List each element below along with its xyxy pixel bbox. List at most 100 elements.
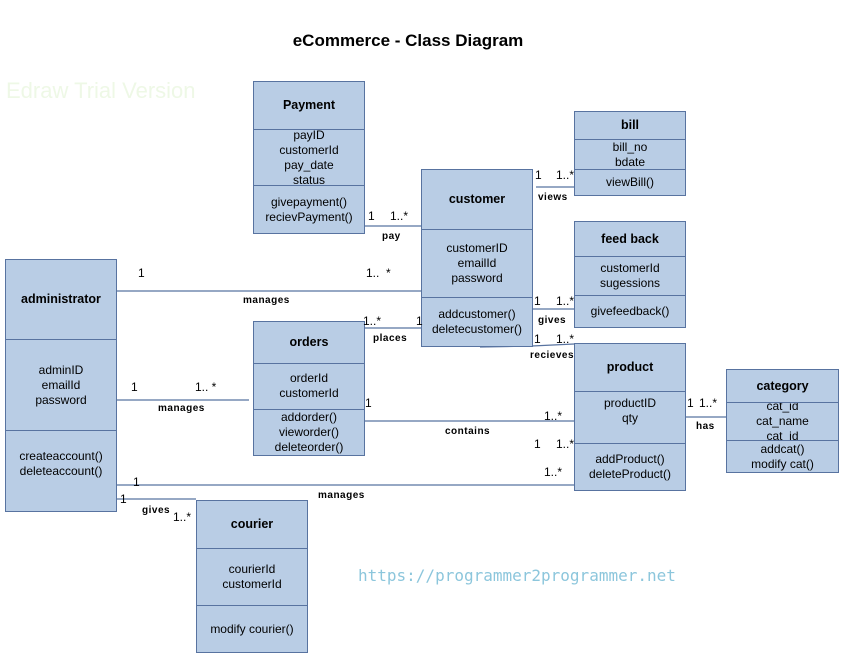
- attribute: customerId: [279, 386, 339, 401]
- class-name: category: [756, 378, 809, 393]
- multiplicity: 1: [131, 380, 138, 394]
- class-name: customer: [448, 192, 506, 206]
- attributes: orderId customerId: [254, 362, 364, 409]
- multiplicity: 1: [687, 396, 694, 410]
- attributes: payID customerId pay_date status: [254, 127, 364, 187]
- relation-label-places: places: [373, 333, 408, 344]
- methods: addcat() modify cat(): [727, 440, 838, 472]
- attribute: orderId: [289, 371, 329, 386]
- relation-label-gives: gives: [142, 505, 171, 516]
- attribute: cat_name: [756, 414, 809, 428]
- class-bill[interactable]: bill bill_no bdate viewBill(): [574, 111, 686, 196]
- class-administrator[interactable]: administrator adminID emailId password c…: [5, 259, 117, 512]
- method: addProduct(): [595, 452, 665, 466]
- attribute: courierId: [228, 562, 276, 576]
- multiplicity: 1: [534, 332, 541, 346]
- attribute: bill_no: [612, 139, 648, 154]
- relation-label-views: views: [538, 192, 568, 203]
- multiplicity: 1: [416, 314, 423, 328]
- attributes: productID qty: [575, 391, 685, 443]
- methods: createaccount() deleteaccount(): [6, 430, 116, 511]
- attribute: productID: [603, 396, 657, 410]
- attributes: customerID emailId password: [422, 229, 532, 297]
- multiplicity: 1..*: [544, 409, 563, 423]
- class-orders[interactable]: orders orderId customerId addorder() vie…: [253, 321, 365, 456]
- class-product[interactable]: product productID qty addProduct() delet…: [574, 343, 686, 491]
- multiplicity: 1: [534, 294, 541, 308]
- class-name: courier: [230, 517, 274, 531]
- method: vieworder(): [278, 425, 339, 439]
- multiplicity: 1.. *: [366, 266, 391, 280]
- methods: addProduct() deleteProduct(): [575, 443, 685, 490]
- multiplicity: 1: [120, 492, 127, 506]
- attribute: password: [451, 271, 503, 285]
- attribute: cat_id: [766, 402, 799, 413]
- methods: viewBill(): [575, 169, 685, 195]
- class-customer[interactable]: customer customerID emailId password add…: [421, 169, 533, 347]
- attribute: emailId: [457, 256, 497, 270]
- class-name: feed back: [601, 231, 659, 246]
- multiplicity: 1..*: [173, 510, 192, 524]
- attribute: pay_date: [284, 157, 334, 172]
- attribute: status: [292, 172, 325, 187]
- method: addcustomer(): [438, 307, 516, 321]
- multiplicity: 1..*: [363, 314, 382, 328]
- attribute: adminID: [38, 362, 84, 377]
- multiplicity: 1: [133, 475, 140, 489]
- relation-label-pay: pay: [382, 231, 401, 242]
- multiplicity: 1: [365, 396, 372, 410]
- class-name: orders: [289, 334, 329, 349]
- attribute: password: [35, 392, 87, 407]
- relation-label-gives: gives: [538, 315, 567, 326]
- attribute: qty: [621, 411, 638, 425]
- method: deleteaccount(): [19, 464, 103, 478]
- class-category[interactable]: category cat_id cat_name cat_id addcat()…: [726, 369, 839, 473]
- method: modify cat(): [751, 456, 814, 471]
- multiplicity: 1..*: [544, 465, 563, 479]
- relation-label-manages: manages: [158, 403, 205, 414]
- attributes: customerId sugessions: [575, 256, 685, 295]
- method: viewBill(): [606, 175, 654, 189]
- multiplicity: 1.. *: [195, 380, 217, 394]
- class-name: bill: [620, 118, 640, 132]
- attribute: customerId: [279, 142, 339, 157]
- class-name: Payment: [282, 98, 336, 112]
- multiplicity: 1..*: [556, 294, 575, 308]
- relation-label-manages: manages: [243, 295, 290, 306]
- method: recievPayment(): [265, 209, 353, 224]
- methods: addorder() vieworder() deleteorder(): [254, 409, 364, 455]
- method: givefeedback(): [590, 304, 670, 318]
- diagram-title: eCommerce - Class Diagram: [292, 31, 524, 50]
- attribute: payID: [293, 127, 325, 142]
- methods: addcustomer() deletecustomer(): [422, 297, 532, 346]
- attribute: bdate: [614, 154, 646, 169]
- methods: givepayment() recievPayment(): [254, 185, 364, 233]
- attribute: sugessions: [599, 276, 661, 290]
- method: deletecustomer(): [431, 322, 523, 336]
- relation-label-contains: contains: [445, 426, 491, 437]
- multiplicity: 1..*: [556, 168, 575, 182]
- class-name: administrator: [21, 292, 101, 306]
- relation-label-has: has: [696, 421, 715, 432]
- method: addcat(): [760, 441, 805, 456]
- method: addorder(): [280, 410, 338, 424]
- class-name: product: [606, 360, 654, 374]
- method: deleteProduct(): [588, 467, 672, 481]
- multiplicity: 1: [138, 266, 145, 280]
- attribute: cat_id: [766, 429, 799, 440]
- attributes: adminID emailId password: [6, 339, 116, 430]
- attribute: customerId: [600, 261, 660, 275]
- class-courier[interactable]: courier courierId customerId modify cour…: [196, 500, 308, 653]
- methods: givefeedback(): [575, 295, 685, 327]
- multiplicity: 1..*: [556, 437, 575, 451]
- relation-label-recieves: recieves: [530, 350, 575, 361]
- multiplicity: 1: [534, 437, 541, 451]
- method: modify courier(): [210, 621, 294, 636]
- multiplicity: 1: [535, 168, 542, 182]
- class-payment[interactable]: Payment payID customerId pay_date status…: [253, 81, 365, 234]
- class-feedback[interactable]: feed back customerId sugessions givefeed…: [574, 221, 686, 328]
- methods: modify courier(): [197, 605, 307, 652]
- attributes: courierId customerId: [197, 548, 307, 605]
- attributes: cat_id cat_name cat_id: [727, 402, 838, 440]
